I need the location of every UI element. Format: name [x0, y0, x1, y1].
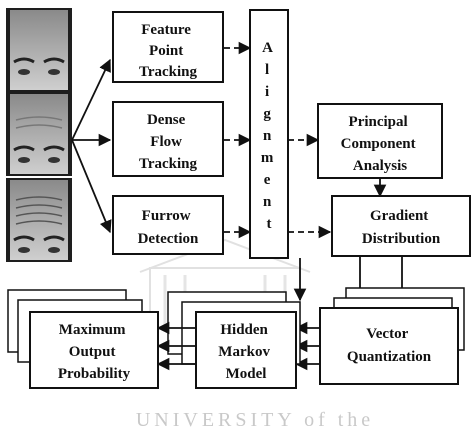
feature-point-tracking-box: Feature Point Tracking — [112, 11, 224, 83]
dense-flow-tracking-box: Dense Flow Tracking — [112, 101, 224, 177]
svg-text:Gradient Distribution: Gradient Distribution — [362, 208, 441, 247]
gradient-distribution-box: Gradient Distribution — [331, 195, 471, 257]
feature-point-tracking-line-1: Feature — [141, 22, 191, 38]
feature-point-tracking-line-3: Tracking — [139, 64, 198, 80]
alignment-letter-4: g — [263, 106, 271, 122]
pca-line-1: Principal — [349, 114, 408, 130]
svg-text:Feature Point Trac: Feature Point Tracking — [139, 22, 198, 80]
svg-text:Vector Quantization: Vector Quantization — [347, 326, 432, 365]
alignment-letter-5: n — [263, 128, 272, 144]
furrow-detection-line-2: Detection — [138, 231, 199, 247]
watermark-text: UNIVERSITY of the — [136, 409, 374, 430]
vector-quantization-box: Vector Quantization — [319, 287, 465, 385]
pca-line-3: Analysis — [353, 158, 407, 174]
hidden-markov-model-box: Hidden Markov Model — [167, 291, 301, 389]
hmm-line-1: Hidden — [220, 322, 268, 338]
face-photo-middle — [6, 92, 72, 176]
alignment-letter-3: i — [265, 84, 269, 100]
face-photo-bottom — [6, 178, 72, 262]
alignment-box: A l i g n m e n t — [249, 9, 289, 259]
alignment-letter-2: l — [265, 62, 269, 78]
furrow-detection-box: Furrow Detection — [112, 195, 224, 255]
face-photo-top — [6, 8, 72, 92]
svg-text:Furrow Detection: Furrow Detection — [138, 208, 199, 247]
max-output-line-2: Output — [69, 344, 116, 360]
furrow-detection-line-1: Furrow — [142, 208, 191, 224]
gradient-line-1: Gradient — [370, 208, 428, 224]
dense-flow-tracking-line-2: Flow — [150, 134, 182, 150]
max-output-line-3: Probability — [58, 366, 131, 382]
svg-text:Principal Component: Principal Component Analysis — [341, 114, 420, 174]
feature-point-tracking-line-2: Point — [149, 43, 183, 59]
dense-flow-tracking-line-1: Dense — [147, 112, 186, 128]
vector-quantization-line-2: Quantization — [347, 349, 432, 365]
hmm-line-2: Markov — [218, 344, 270, 360]
max-output-line-1: Maximum — [59, 322, 126, 338]
hmm-line-3: Model — [226, 366, 267, 382]
svg-text:Maximum Output Pro: Maximum Output Probability — [58, 322, 131, 382]
svg-text:A l i g: A l i g n m e n t — [261, 40, 277, 232]
vector-quantization-line-1: Vector — [366, 326, 408, 342]
tracker-to-alignment-arrows — [224, 41, 252, 239]
photo-arrows — [71, 58, 112, 234]
svg-text:Hidden Markov Mode: Hidden Markov Model — [218, 322, 273, 382]
gradient-line-2: Distribution — [362, 231, 441, 247]
hmm-to-output-arrows — [156, 321, 196, 371]
maximum-output-probability-box: Maximum Output Probability — [7, 289, 159, 389]
pca-line-2: Component — [341, 136, 416, 152]
alignment-output-arrows — [288, 133, 332, 302]
alignment-letter-9: t — [267, 216, 272, 232]
alignment-letter-7: e — [264, 172, 271, 188]
alignment-letter-6: m — [261, 150, 274, 166]
alignment-letter-8: n — [263, 194, 272, 210]
principal-component-analysis-box: Principal Component Analysis — [317, 103, 443, 179]
alignment-letter-1: A — [262, 40, 273, 56]
svg-text:Dense Flow Trackin: Dense Flow Tracking — [139, 112, 198, 172]
dense-flow-tracking-line-3: Tracking — [139, 156, 198, 172]
